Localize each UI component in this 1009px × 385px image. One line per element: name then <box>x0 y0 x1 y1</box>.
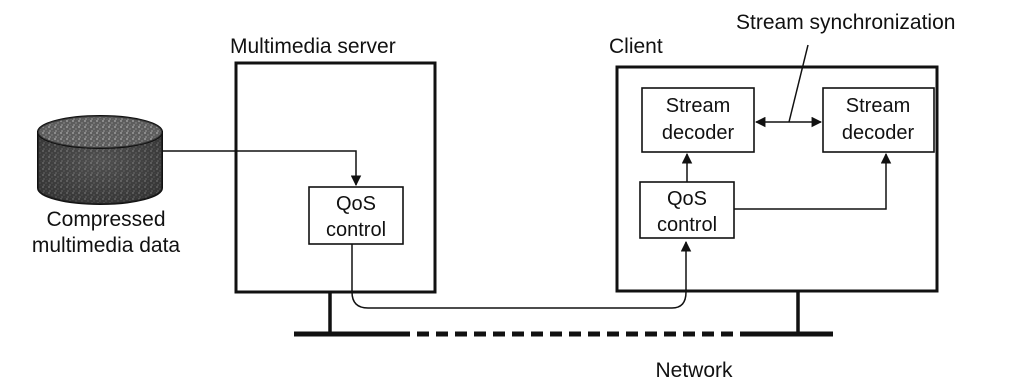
right-decoder-label-line2: decoder <box>842 122 915 144</box>
client-stream-decoder-right <box>822 87 935 153</box>
client-qos-label-line2: control <box>657 214 717 236</box>
server-qos-label-line1: QoS <box>336 193 376 215</box>
left-decoder-label-line2: decoder <box>662 122 735 144</box>
right-decoder-label-line1: Stream <box>846 95 910 117</box>
stream-sync-leader-line <box>788 44 809 123</box>
multimedia-server-label: Multimedia server <box>230 35 396 58</box>
client-qos-control-box <box>639 181 735 239</box>
client-qos-label-line1: QoS <box>667 188 707 210</box>
network-label: Network <box>655 359 733 382</box>
stream-synchronization-label: Stream synchronization <box>736 11 955 34</box>
database-icon <box>37 115 163 205</box>
network-connection-arrow <box>351 240 692 309</box>
server-qos-control-box <box>308 186 404 245</box>
compressed-data-label-line1: Compressed <box>46 208 165 231</box>
server-qos-label-line2: control <box>326 219 386 241</box>
client-label: Client <box>609 35 663 58</box>
left-decoder-label-line1: Stream <box>666 95 730 117</box>
client-stream-decoder-left <box>641 87 755 153</box>
client-qos-to-right-decoder-arrow <box>734 152 892 210</box>
database-to-server-qos-arrow <box>162 150 362 187</box>
compressed-data-label-line2: multimedia data <box>32 234 181 257</box>
multimedia-server-box <box>234 61 437 294</box>
